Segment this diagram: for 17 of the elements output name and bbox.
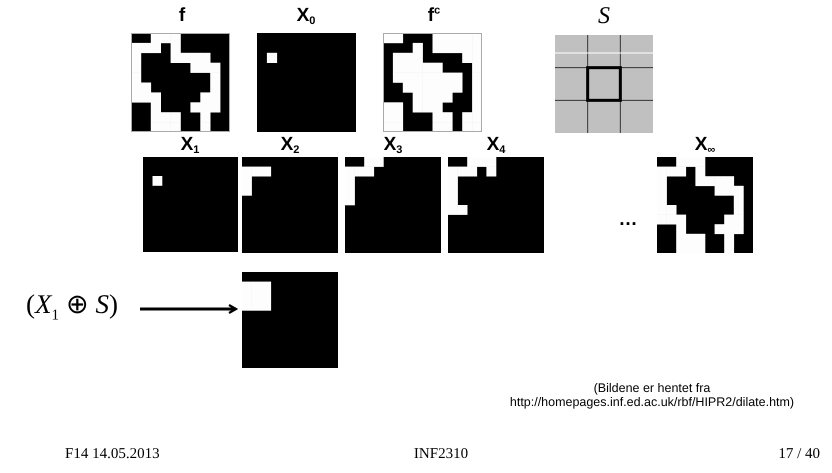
image-title: f$^{c}$ [428,6,440,25]
image-title: X$_{2}$ [280,135,300,154]
footer-date: F14 14.05.2013 [65,446,160,463]
image-title: X$_{0}$ [296,6,316,25]
image-title: X$_{3}$ [384,135,402,154]
footer-course: INF2310 [414,446,468,463]
image-title: X$_{∞}$ [694,135,716,154]
ellipsis: … [618,210,638,229]
page-number: 17 / 40 [778,446,820,463]
image-title: X$_{1}$ [180,135,200,154]
image-title: S [598,4,610,28]
source-note: (Bildene er hentet fra http://homepages.inf.ed.ac.uk/rbf/HIPR2/dilate.htm) [508,381,796,410]
image-title: f [178,6,186,25]
image-title: X$_{4}$ [486,135,506,154]
arrow [140,304,238,314]
binary-image-drawing [242,272,338,368]
formula: (X$_{1}$ ⊕ S) [8,286,136,326]
